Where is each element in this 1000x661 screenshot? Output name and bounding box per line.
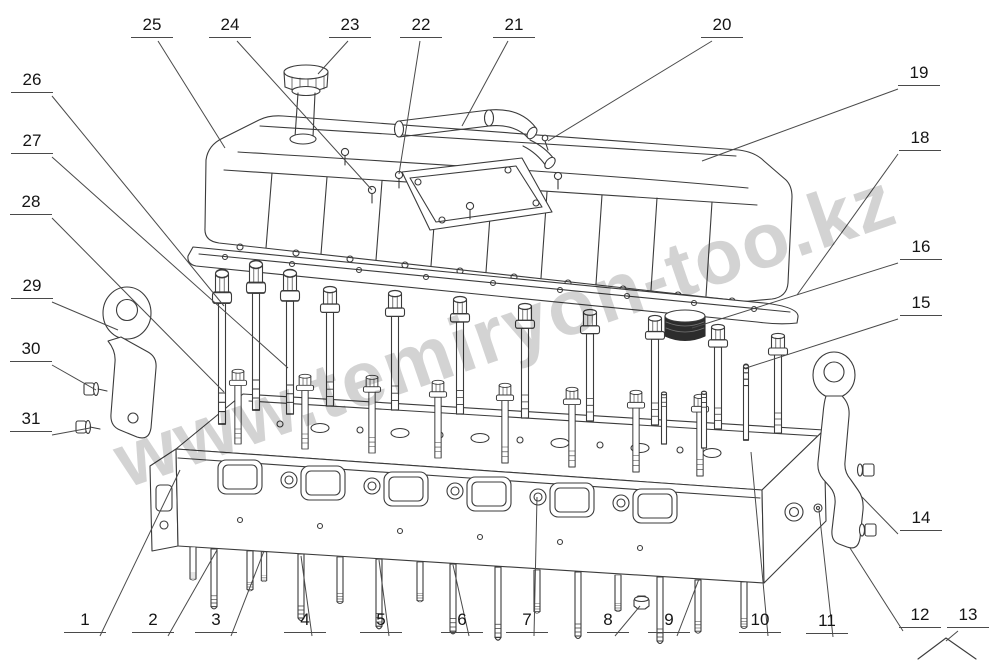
right-hook-bolt-lower (858, 523, 877, 537)
breather-element (664, 309, 706, 342)
small-plug (813, 503, 823, 513)
small-nut (633, 595, 650, 610)
cylinder-head (149, 393, 827, 584)
baffle-plate (401, 157, 553, 231)
hook-bolt-lower (75, 419, 101, 435)
hose-clamp (522, 134, 556, 170)
right-hook-bolt-upper (856, 463, 875, 477)
left-lifting-hook (75, 286, 157, 439)
hook-bolt-upper (83, 381, 108, 397)
brace-12-13 (917, 637, 977, 660)
head-ports (217, 459, 678, 552)
